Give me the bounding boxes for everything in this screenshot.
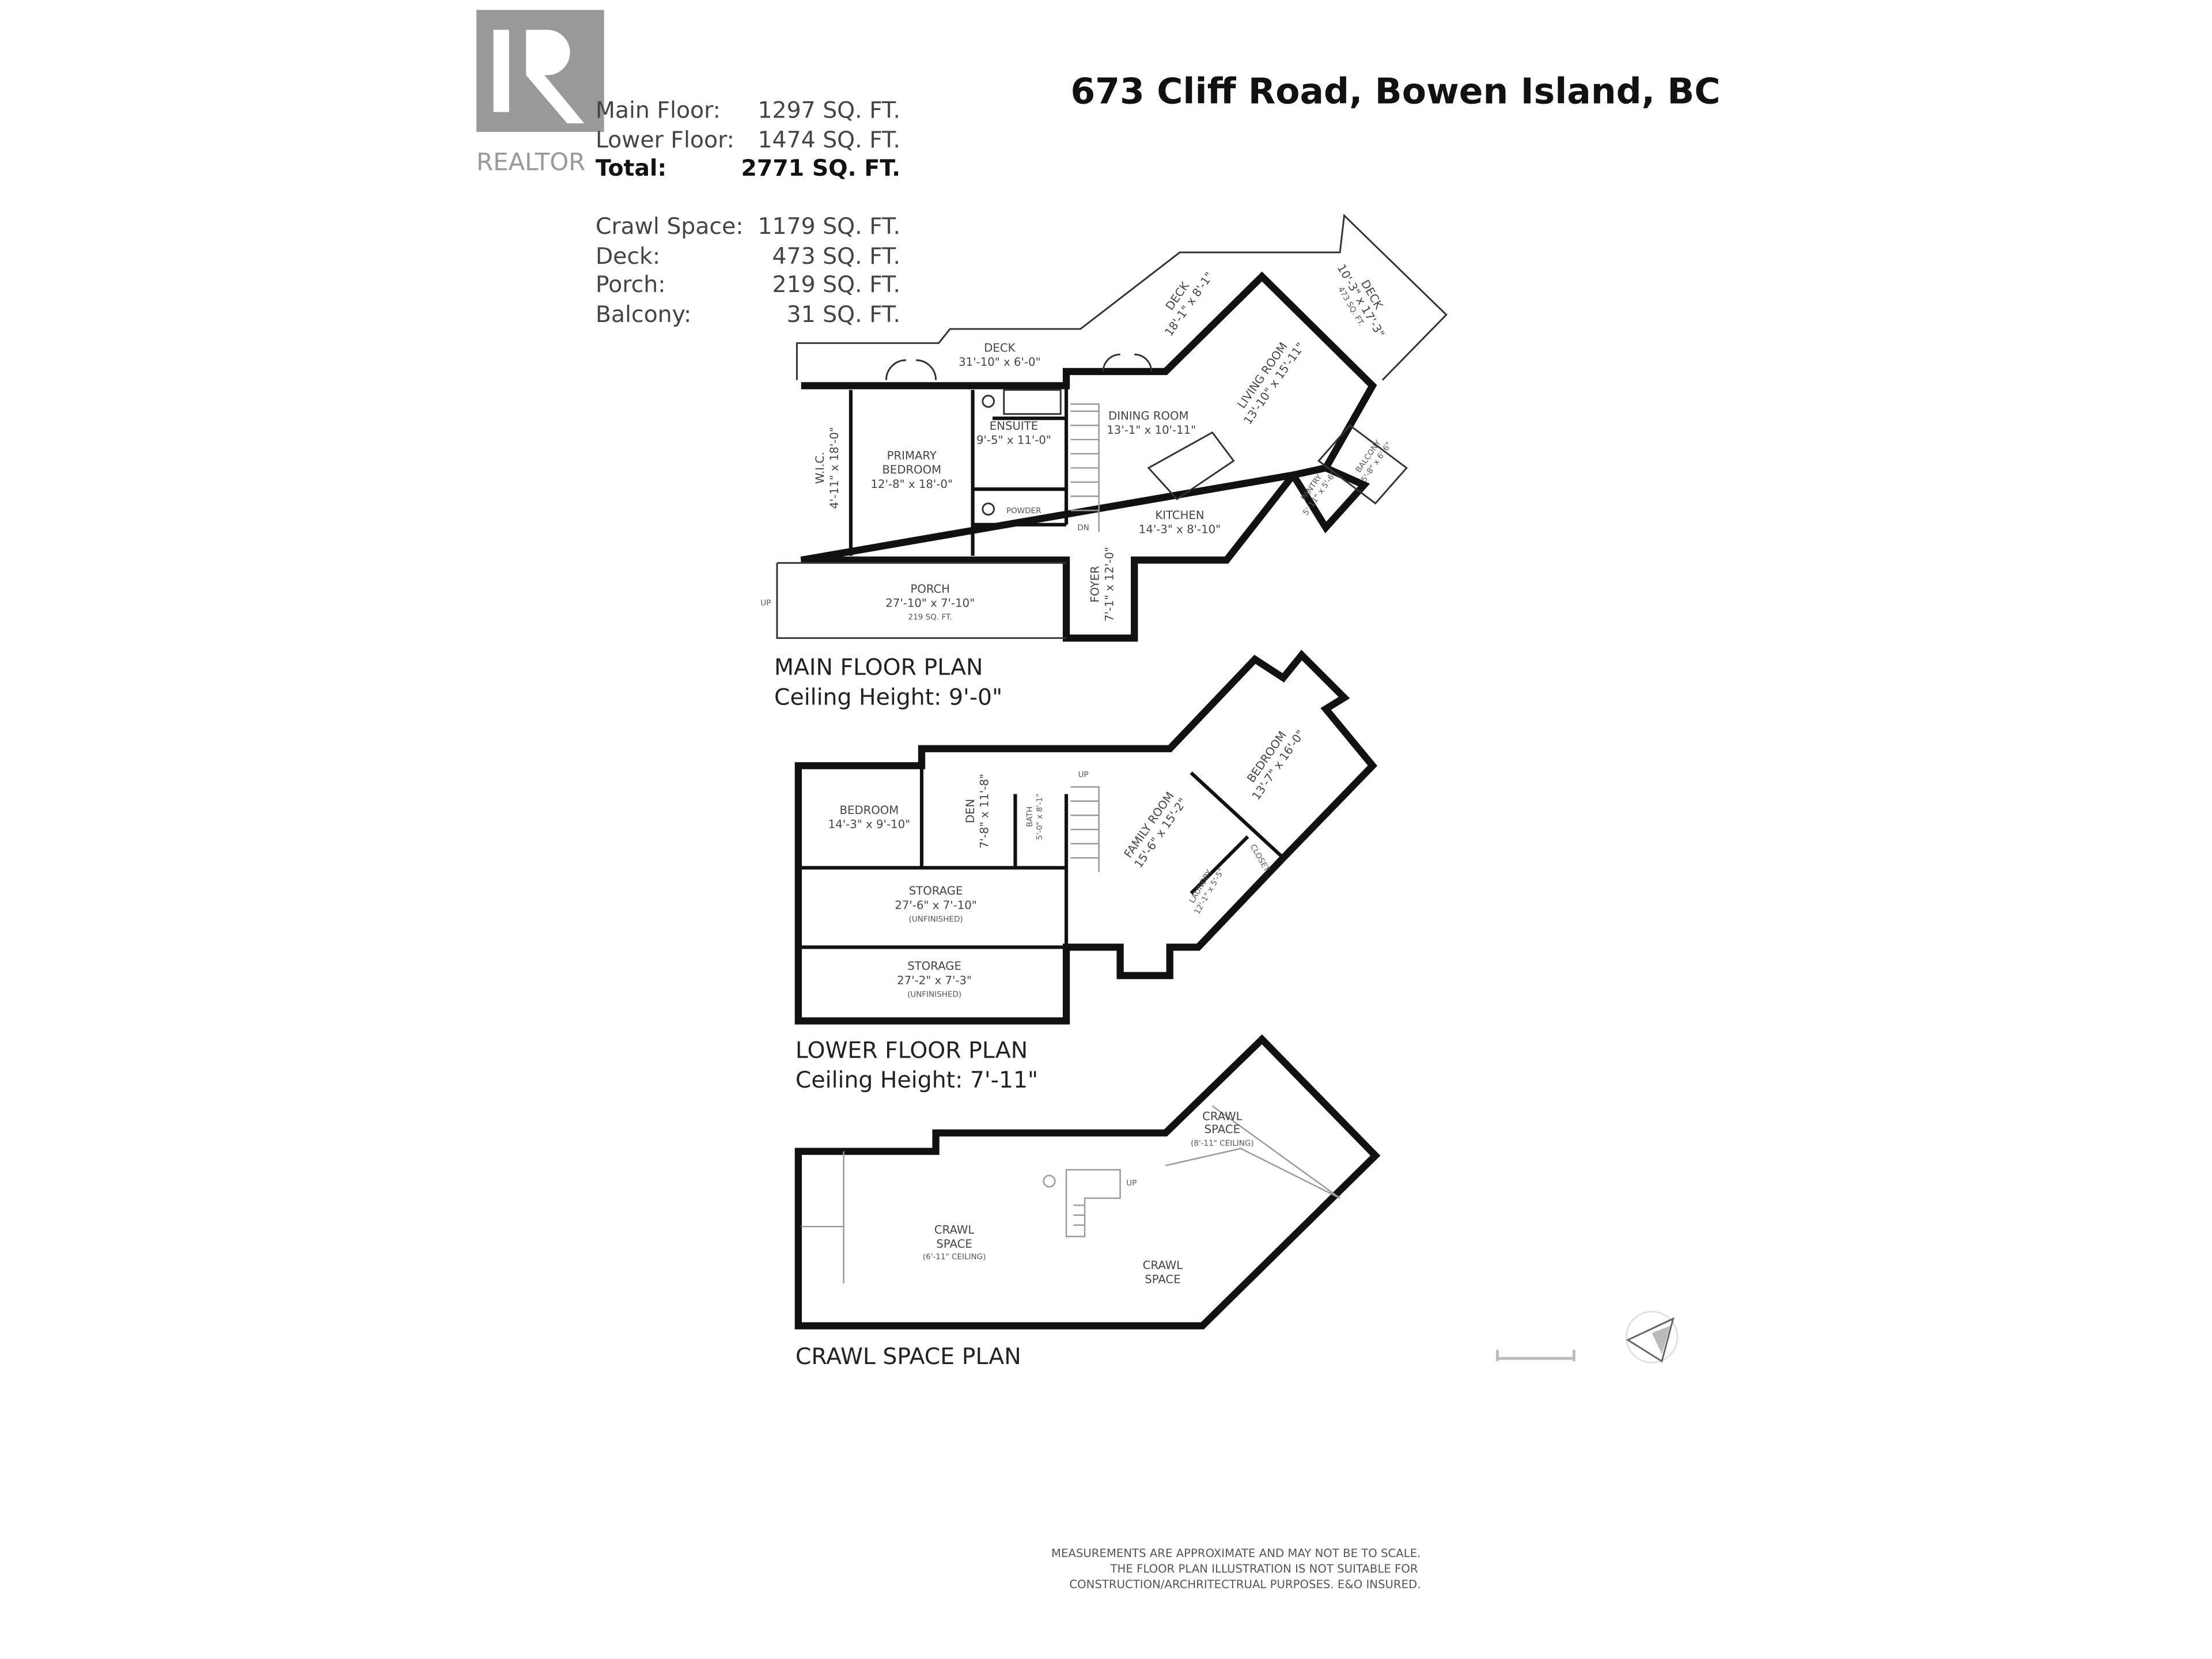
bathtub [1003,389,1062,415]
room-label: SPACE [936,1237,972,1251]
room-dimensions: 27'-6" x 7'-10" [895,899,976,912]
stat-label: Total: [596,155,666,181]
room-dimensions: 12'-8" x 18'-0" [871,478,953,491]
stairs [1070,403,1100,532]
room-dimensions: 14'-3" x 8'-10" [1139,523,1221,536]
room-label: CRAWL [1143,1259,1183,1272]
stat-value: 473 SQ. FT. [772,243,901,270]
crawl-space-plan: CRAWL SPACE (8'-11" CEILING) CRAWL SPACE… [794,1034,1381,1370]
realtor-logo-text: REALTOR [476,147,585,176]
stat-label: Balcony: [596,301,691,328]
scale-bar [1495,1350,1575,1362]
balcony-outline [1317,424,1408,505]
room-label: CLOSET [1248,843,1271,874]
interior-walls [798,766,1285,949]
room-label: DINING ROOM [1108,410,1188,423]
stat-label: Main Floor: [596,97,721,123]
disclaimer: MEASUREMENTS ARE APPROXIMATE AND MAY NOT… [1051,1547,1421,1591]
stat-value: 1474 SQ. FT. [757,127,900,153]
room-dimensions: 27'-2" x 7'-3" [897,974,972,987]
door-swings [885,353,1153,380]
stair-up-label: UP [760,599,771,608]
interior-walls [849,371,1069,556]
stat-value: 219 SQ. FT. [772,271,901,298]
room-label: KITCHEN [1155,509,1204,522]
room-label: POWDER [1006,506,1041,516]
stair-down-label: DN [1077,524,1089,533]
room-label: STORAGE [907,960,961,973]
room-label: PORCH [910,582,950,596]
room-dimensions: 27'-10" x 7'-10" [885,597,975,610]
room-label: W.I.C. [813,452,827,484]
toilet-icon [982,502,995,516]
stat-label: Porch: [596,271,666,298]
stair-up-label: UP [1078,770,1089,779]
stair-up-label: UP [1126,1179,1137,1188]
room-dimensions: 7'-8" x 11'-8" [978,774,991,849]
stat-label: Crawl Space: [596,213,744,240]
room-label: BATH [1025,806,1035,827]
toilet-icon [982,395,995,408]
stat-label: Deck: [596,243,660,270]
crawl-dividers [801,1105,1340,1283]
room-label: CRAWL [934,1224,974,1237]
room-label: DECK [984,341,1016,354]
porch-outline [776,562,1067,639]
main-floor-ceiling-height: Ceiling Height: 9'-0" [774,684,1002,710]
room-dimensions: 13'-1" x 10'-11" [1107,423,1196,437]
stairs [1065,1169,1121,1237]
stat-label: Lower Floor: [596,127,734,153]
room-label: SPACE [1205,1123,1240,1136]
disclaimer-line: CONSTRUCTION/ARCHRITECTRUAL PURPOSES. E&… [1069,1578,1421,1591]
room-note: (UNFINISHED) [907,990,961,999]
stat-value: 31 SQ. FT. [787,301,901,328]
room-dimensions: 5'-0" x 8'-1" [1035,794,1044,840]
disclaimer-line: MEASUREMENTS ARE APPROXIMATE AND MAY NOT… [1051,1547,1421,1560]
room-label: SPACE [1145,1273,1180,1286]
main-floor-heading: MAIN FLOOR PLAN [774,654,983,681]
crawl-space-walls [794,1034,1381,1330]
room-label: FOYER [1089,566,1102,603]
room-label: CRAWL [1202,1110,1242,1123]
deck-outline [796,214,1448,381]
crawl-space-heading: CRAWL SPACE PLAN [796,1343,1021,1370]
room-note: (UNFINISHED) [909,915,963,924]
room-label: BEDROOM [840,804,899,817]
stat-value: 1179 SQ. FT. [757,213,900,240]
area-summary: Main Floor: 1297 SQ. FT. Lower Floor: 14… [596,97,900,327]
stairs [1070,786,1100,872]
room-label: ENSUITE [990,419,1038,433]
realtor-logo: REALTOR [476,10,604,176]
stat-value: 1297 SQ. FT. [757,97,900,123]
room-dimensions: 9'-5" x 11'-0" [976,433,1051,446]
compass-icon [1626,1310,1679,1363]
room-label: STORAGE [909,884,963,897]
room-note: (8'-11" CEILING) [1191,1139,1254,1148]
room-area: 219 SQ. FT. [908,613,952,622]
property-address-title: 673 Cliff Road, Bowen Island, BC [1070,71,1720,112]
disclaimer-line: THE FLOOR PLAN ILLUSTRATION IS NOT SUITA… [1109,1562,1418,1575]
room-label: BEDROOM [882,463,941,476]
room-dimensions: 4'-11" x 18'-0" [828,427,841,509]
room-dimensions: 31'-10" x 6'-0" [959,355,1040,369]
room-label: PRIMARY [887,449,937,463]
room-label: DEN [964,799,977,823]
room-dimensions: 14'-3" x 9'-10" [828,818,910,831]
lower-floor-walls [794,650,1378,1025]
room-dimensions: 7'-1" x 12'-0" [1103,547,1116,622]
pipe-icon [1043,1175,1056,1188]
kitchen-island [1147,431,1235,501]
lower-floor-heading: LOWER FLOOR PLAN [796,1037,1028,1063]
room-note: (6'-11" CEILING) [923,1252,986,1262]
stat-value: 2771 SQ. FT. [741,155,901,181]
lower-floor-ceiling-height: Ceiling Height: 7'-11" [796,1067,1038,1093]
